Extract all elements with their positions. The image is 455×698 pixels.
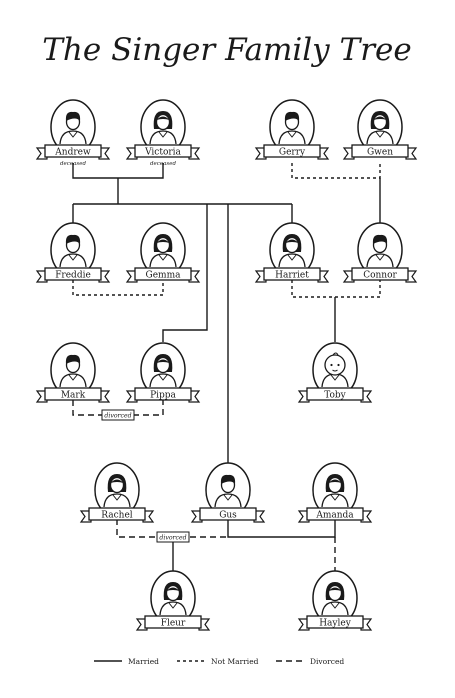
person-node-freddie: Freddie [35, 222, 111, 283]
person-name: Pippa [150, 391, 176, 401]
person-icon [59, 234, 87, 268]
person-icon [278, 234, 306, 268]
person-node-harriet: Harriet [254, 222, 330, 283]
name-ribbon [297, 615, 373, 631]
person-node-fleur: Fleur [135, 570, 211, 631]
person-node-amanda: Amanda [297, 462, 373, 523]
partner-link-mark-pippa [72, 400, 164, 416]
partner-link-harriet-connor [291, 280, 381, 298]
person-nodes: Andrew deceased Victoria deceased Gerry GwenF… [35, 99, 418, 631]
person-name: Fleur [161, 619, 186, 629]
person-icon [214, 474, 242, 508]
name-ribbon [135, 615, 211, 631]
person-name: Freddie [55, 271, 91, 281]
relation-label-text: divorced [159, 535, 186, 542]
person-icon [278, 111, 306, 145]
person-icon [149, 111, 177, 145]
name-ribbon [125, 267, 201, 283]
person-icon [366, 111, 394, 145]
person-name: Hayley [319, 619, 352, 629]
person-icon [103, 474, 131, 508]
person-node-gerry: Gerry [254, 99, 330, 160]
legend-label: Married [128, 657, 159, 666]
legend-label: Not Married [211, 657, 259, 666]
name-ribbon [254, 144, 330, 160]
name-ribbon [342, 144, 418, 160]
person-name: Gus [219, 511, 237, 521]
name-ribbon [125, 144, 201, 160]
name-ribbon [79, 507, 155, 523]
person-node-andrew: Andrew deceased [35, 99, 111, 167]
person-name: Mark [61, 391, 86, 401]
person-name: Rachel [101, 511, 133, 521]
name-ribbon [342, 267, 418, 283]
legend-label: Divorced [310, 657, 344, 666]
baby-icon [321, 352, 349, 388]
partner-link-gus-amanda [227, 519, 336, 538]
name-ribbon [297, 507, 373, 523]
person-node-hayley: Hayley [297, 570, 373, 631]
legend-item-married: Married [94, 657, 159, 666]
name-ribbon [190, 507, 266, 523]
partner-link-freddie-gemma [72, 280, 164, 296]
person-icon [321, 474, 349, 508]
person-name: Victoria [144, 148, 181, 158]
person-node-gus: Gus [190, 462, 266, 523]
person-node-pippa: Pippa [125, 342, 201, 403]
person-name: Gwen [367, 148, 393, 158]
person-icon [159, 582, 187, 616]
partner-link-gerry-gwen [291, 163, 381, 179]
person-icon [149, 234, 177, 268]
person-name: Harriet [275, 271, 309, 281]
name-ribbon [297, 387, 373, 403]
name-ribbon [35, 267, 111, 283]
person-node-mark: Mark [35, 342, 111, 403]
person-note: deceased [60, 161, 86, 167]
person-node-gwen: Gwen [342, 99, 418, 160]
person-node-gemma: Gemma [125, 222, 201, 283]
person-icon [59, 354, 87, 388]
person-icon [149, 354, 177, 388]
page-title: The Singer Family Tree [42, 32, 412, 68]
person-name: Andrew [54, 148, 91, 158]
person-name: Connor [363, 271, 397, 281]
person-node-toby: Toby [297, 342, 373, 403]
descent-andrew-victoria [72, 178, 293, 228]
relation-label-mark-pippa: divorced [101, 409, 135, 421]
legend: Married Not Married Divorced [94, 657, 344, 666]
legend-item-not_married: Not Married [177, 657, 259, 666]
person-node-victoria: Victoria deceased [125, 99, 201, 167]
person-icon [366, 234, 394, 268]
person-node-connor: Connor [342, 222, 418, 283]
person-icon [321, 582, 349, 616]
partner-link-rachel-gus [116, 519, 228, 538]
person-name: Amanda [315, 511, 354, 521]
person-note: deceased [150, 161, 176, 167]
person-icon [59, 111, 87, 145]
person-node-rachel: Rachel [79, 462, 155, 523]
person-name: Gemma [146, 271, 182, 281]
relation-label-rachel-gus: divorced [156, 531, 190, 543]
name-ribbon [35, 144, 111, 160]
legend-item-divorced: Divorced [276, 657, 344, 666]
descent-to-pippa [162, 204, 208, 342]
name-ribbon [125, 387, 201, 403]
person-name: Toby [324, 391, 346, 401]
relation-label-text: divorced [104, 413, 131, 420]
person-name: Gerry [279, 148, 306, 158]
name-ribbon [35, 387, 111, 403]
name-ribbon [254, 267, 330, 283]
